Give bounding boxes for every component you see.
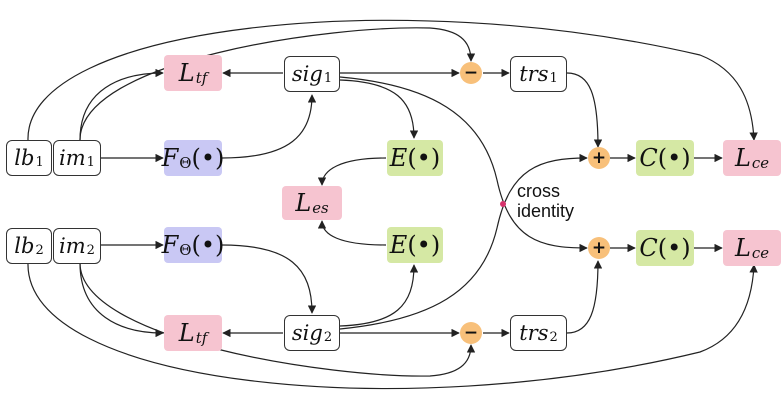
edge-trs2-plus2	[566, 260, 603, 334]
edge-im1-ltf1	[79, 68, 164, 141]
edge-im1-minus1	[79, 27, 476, 141]
edge-sig2-cross-plus1	[339, 153, 588, 330]
node-c2-arg: (•)	[657, 234, 691, 262]
node-f1-sub: Θ	[179, 154, 192, 173]
cross-identity-line1: cross	[517, 181, 561, 201]
plus-operator-1: +	[588, 147, 610, 169]
node-e2-arg: (•)	[407, 231, 441, 259]
node-lb2-base: lb	[14, 234, 35, 258]
node-f2-arg: (•)	[191, 231, 225, 259]
node-c1-arg: (•)	[657, 144, 691, 172]
node-lb1-base: lb	[14, 146, 35, 170]
node-les-base: L	[295, 189, 312, 217]
edge-e2-les	[317, 220, 387, 246]
node-trs1-base: trs	[519, 62, 549, 86]
node-ltf1-base: L	[178, 59, 195, 87]
minus-operator-2: −	[460, 322, 482, 344]
node-sig2-sub: 2	[323, 330, 333, 346]
node-c2: C(•)	[636, 230, 694, 266]
node-sig2-base: sig	[291, 321, 323, 345]
cross-identity-label: cross identity	[517, 181, 574, 221]
node-trs2-sub: 2	[549, 330, 558, 346]
node-lce1-base: L	[734, 144, 751, 172]
node-f2-sub: Θ	[179, 241, 192, 260]
node-e1: E(•)	[387, 140, 443, 176]
node-e2: E(•)	[387, 227, 443, 263]
edge-sig2-e2	[339, 264, 419, 327]
edge-sig1-cross-plus2	[339, 76, 588, 253]
edge-im2-minus2	[79, 262, 476, 377]
node-f2-base: F	[161, 231, 179, 259]
node-trs2-base: trs	[519, 321, 549, 345]
node-e1-arg: (•)	[407, 144, 441, 172]
node-sig1-sub: 1	[323, 71, 333, 87]
minus-operator-1: −	[460, 62, 482, 84]
node-c1: C(•)	[636, 140, 694, 176]
node-lb2-sub: 2	[35, 243, 44, 259]
node-c1-base: C	[639, 144, 658, 172]
node-im1-base: im	[59, 146, 86, 170]
node-e2-base: E	[389, 231, 408, 259]
crossing-dot	[500, 201, 506, 207]
node-im2-sub: 2	[86, 243, 95, 259]
node-ltf1-sub: tf	[195, 69, 208, 88]
edge-lb2-lce2	[27, 262, 758, 390]
cross-identity-line2: identity	[517, 201, 575, 221]
node-lb1-sub: 1	[35, 155, 44, 171]
node-f1-base: F	[161, 144, 179, 172]
node-lce1-sub: ce	[751, 154, 770, 173]
node-sig1-base: sig	[291, 62, 323, 86]
node-ltf2-base: L	[178, 319, 195, 347]
node-f1-arg: (•)	[191, 144, 225, 172]
edge-f1-sig1	[221, 94, 317, 159]
node-im2-base: im	[59, 234, 86, 258]
node-c2-base: C	[639, 234, 658, 262]
edge-f2-sig2	[221, 244, 317, 314]
edge-sig1-e1	[339, 79, 419, 139]
node-e1-base: E	[389, 144, 408, 172]
plus-operator-2: +	[588, 237, 610, 259]
node-lce2-base: L	[734, 234, 751, 262]
edge-lb1-lce1	[27, 19, 758, 141]
edge-im2-ltf2	[79, 262, 164, 338]
node-les-sub: es	[312, 199, 329, 218]
node-ltf2-sub: tf	[195, 329, 208, 348]
node-trs1-sub: 1	[549, 71, 558, 87]
node-im1-sub: 1	[86, 155, 95, 171]
edge-e1-les	[317, 157, 387, 186]
node-lce2-sub: ce	[751, 244, 770, 263]
edge-trs1-plus1	[566, 72, 603, 148]
